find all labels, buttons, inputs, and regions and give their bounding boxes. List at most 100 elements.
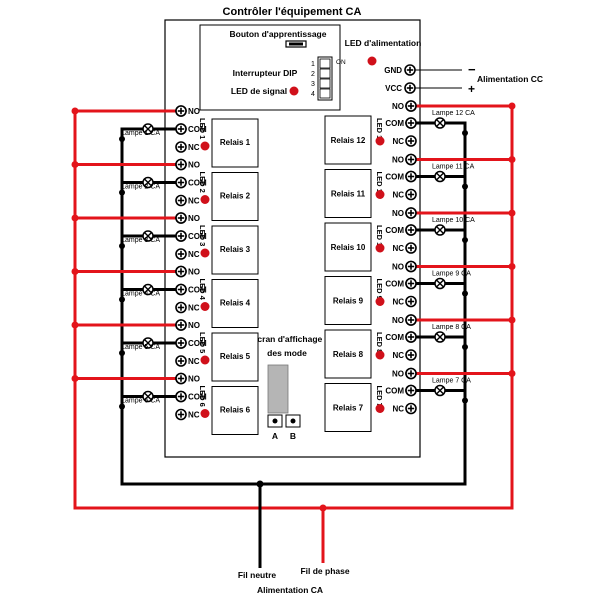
relay4-nc-terminal[interactable] (175, 301, 187, 314)
led-label-12: LED 12 (375, 118, 384, 143)
vcc-terminal[interactable] (404, 82, 416, 94)
relay11-no-terminal-cap[interactable] (405, 153, 417, 166)
relay12-nc-label: NC (392, 137, 404, 146)
relay3-com-terminal-cap[interactable] (175, 230, 187, 242)
gnd-terminal[interactable] (404, 64, 416, 76)
led-label-11: LED 11 (375, 172, 384, 197)
relay7-nc-terminal[interactable] (405, 402, 417, 415)
right-phase-junction-11 (508, 156, 516, 163)
lamp-12-icon (434, 117, 446, 129)
relay2-com-terminal-cap[interactable] (175, 176, 187, 189)
led-1 (200, 141, 210, 151)
relay1-nc-label: NC (188, 143, 200, 152)
left-phase-junction-1 (71, 107, 79, 115)
relay5-com-terminal-cap[interactable] (175, 337, 187, 349)
relay2-no-label: NO (188, 161, 200, 170)
led-label-8: LED 8 (375, 332, 384, 353)
led-label-10: LED 10 (375, 225, 384, 250)
relay2-nc-terminal[interactable] (175, 194, 187, 207)
relay2-no-terminal-cap[interactable] (175, 158, 187, 171)
dip-number-1: 1 (311, 61, 315, 68)
relay11-com-terminal-cap[interactable] (405, 170, 417, 183)
relay11-nc-terminal[interactable] (405, 188, 417, 201)
relay9-com-terminal-cap[interactable] (405, 277, 417, 290)
relay11-nc-label: NC (392, 191, 404, 200)
relay3-nc-terminal[interactable] (175, 248, 187, 260)
relay-9-box (324, 276, 372, 325)
relay11-no-label: NO (392, 156, 404, 165)
left-neutral-junction-4 (119, 296, 125, 303)
relay12-com-terminal-cap[interactable] (405, 117, 417, 129)
left-neutral-junction-2 (119, 189, 125, 196)
relay10-nc-terminal[interactable] (405, 242, 417, 254)
relay-2-label: Relais 2 (220, 192, 251, 201)
right-neutral-junction-11 (462, 183, 468, 190)
relay9-nc-terminal[interactable] (405, 295, 417, 308)
neutral-wire-label: Fil neutre (238, 570, 277, 580)
lamp-label-8: Lampe 8 CA (432, 324, 471, 331)
relay10-no-label: NO (392, 209, 404, 218)
relay6-nc-terminal[interactable] (175, 408, 187, 421)
relay4-no-terminal-cap[interactable] (175, 265, 187, 278)
relay-5-label: Relais 5 (220, 352, 251, 361)
relay5-nc-terminal[interactable] (175, 355, 187, 367)
lamp-7-icon (434, 384, 446, 397)
relay-12-box (324, 115, 372, 165)
relay8-com-terminal-cap[interactable] (405, 331, 417, 343)
relay6-com-terminal-cap[interactable] (175, 390, 187, 403)
led-12 (375, 136, 385, 146)
power-led-label: LED d'alimentation (345, 38, 422, 48)
relay9-no-terminal-cap[interactable] (405, 260, 417, 273)
relay12-nc-terminal[interactable] (405, 135, 417, 147)
relay10-no-terminal-cap[interactable] (405, 207, 417, 219)
led-10 (375, 243, 385, 253)
relay8-no-terminal-cap[interactable] (405, 314, 417, 326)
relay4-com-terminal-cap[interactable] (175, 283, 187, 296)
relay3-no-terminal-cap[interactable] (175, 212, 187, 224)
led-8 (375, 350, 385, 360)
phase-junction (319, 504, 327, 512)
relay7-no-terminal-cap[interactable] (405, 367, 417, 380)
display-label-line1: Écran d'affichage (252, 334, 323, 344)
relay7-com-terminal-cap[interactable] (405, 384, 417, 397)
right-neutral-junction-7 (462, 397, 468, 404)
right-lamp-wire-10 (416, 228, 467, 240)
relay1-com-terminal-cap[interactable] (175, 123, 187, 135)
relay12-no-label: NO (392, 102, 404, 111)
relay10-nc-label: NC (392, 244, 404, 253)
lamp-label-10: Lampe 10 CA (432, 217, 475, 224)
signal-led-label: LED de signal (231, 86, 287, 96)
relay2-nc-label: NC (188, 197, 200, 206)
dip-number-4: 4 (311, 91, 315, 98)
relay5-no-terminal-cap[interactable] (175, 319, 187, 331)
dip-on-label: ON (336, 59, 346, 66)
learn-button-cap (289, 42, 303, 46)
relay6-nc-label: NC (188, 411, 200, 420)
led-5 (200, 355, 210, 365)
lamp-9-icon (434, 277, 446, 290)
relay6-no-terminal-cap[interactable] (175, 372, 187, 385)
led-3 (200, 248, 210, 258)
relay-1-box (211, 118, 259, 168)
relay1-no-terminal-cap[interactable] (175, 105, 187, 117)
relay12-no-terminal-cap[interactable] (405, 100, 417, 112)
relay8-nc-terminal[interactable] (405, 349, 417, 361)
relay8-nc-label: NC (392, 351, 404, 360)
relay10-com-terminal-cap[interactable] (405, 224, 417, 236)
right-neutral-junction-9 (462, 290, 468, 297)
lamp-label-11: Lampe 11 CA (432, 164, 475, 171)
relay-12-label: Relais 12 (331, 136, 366, 145)
lamp-label-3: Lampe 3 CA (121, 237, 160, 244)
phase-wire-label: Fil de phase (300, 566, 349, 576)
right-neutral-junction-8 (462, 344, 468, 350)
right-lamp-wire-12 (416, 121, 467, 133)
relay9-com-label: COM (385, 280, 404, 289)
relay1-nc-terminal[interactable] (175, 141, 187, 153)
relay-11-label: Relais 11 (331, 190, 366, 199)
relay-11-box (324, 169, 372, 218)
dip-switch[interactable] (317, 56, 333, 101)
dip-switch-label: Interrupteur DIP (233, 68, 298, 78)
button-b-label: B (290, 431, 296, 441)
relay3-nc-label: NC (188, 250, 200, 259)
